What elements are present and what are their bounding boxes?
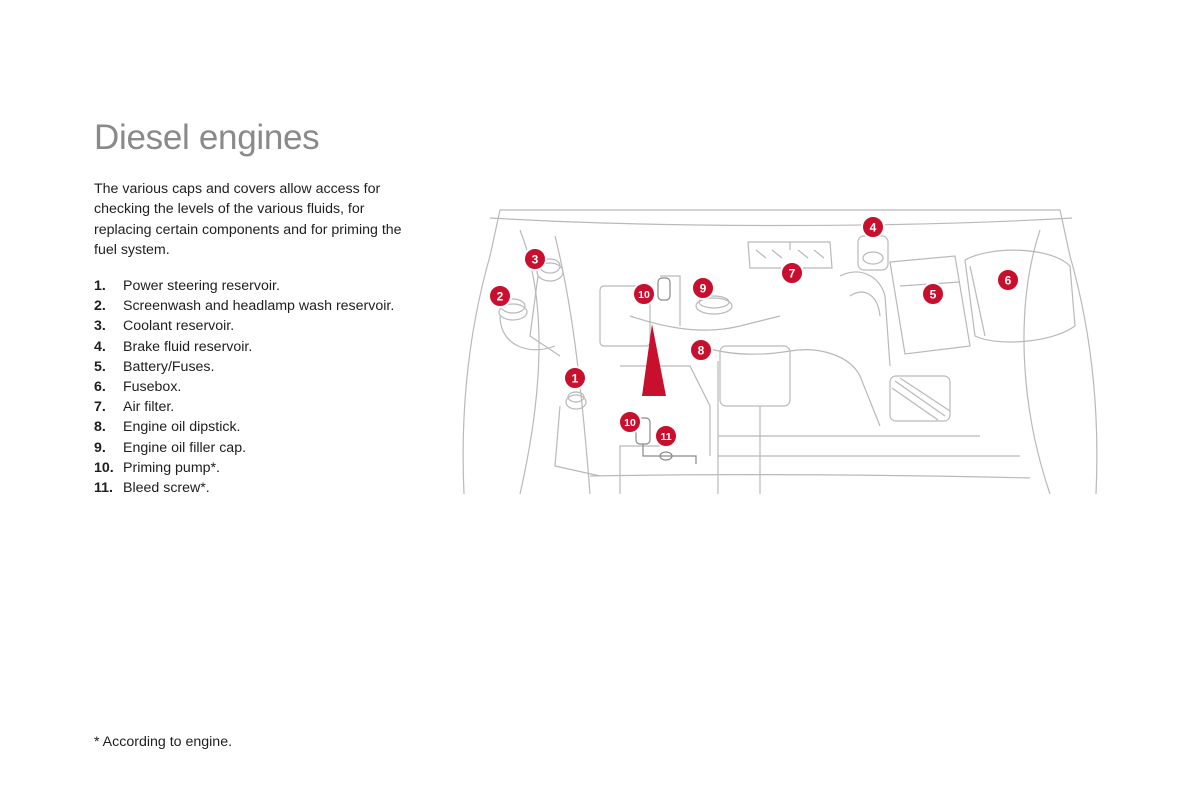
engine-bay-diagram: 1 2 3 4 5 6 7 8 9 10 10 11 <box>462 209 1098 495</box>
item-number: 4. <box>94 338 106 355</box>
item-number: 10. <box>94 459 114 476</box>
item-label: Coolant reservoir. <box>123 318 235 335</box>
marker-label: 7 <box>789 267 796 281</box>
item-number: 5. <box>94 358 106 375</box>
marker-label: 11 <box>660 431 671 443</box>
item-number: 8. <box>94 419 106 436</box>
item-label: Air filter. <box>123 399 175 416</box>
footnote: * According to engine. <box>94 734 233 750</box>
list-item: 10. Priming pump*. <box>94 458 394 478</box>
item-label: Priming pump*. <box>123 459 220 476</box>
item-number: 11. <box>94 480 113 497</box>
list-item: 7. Air filter. <box>94 397 394 417</box>
component-list: 1. Power steering reservoir. 2. Screenwash… <box>94 276 394 498</box>
item-label: Power steering reservoir. <box>123 278 280 294</box>
marker-label: 9 <box>700 282 707 296</box>
marker-label: 1 <box>572 372 579 386</box>
marker-3: 3 <box>523 247 547 271</box>
item-label: Screenwash and headlamp wash reservoir. <box>123 298 395 315</box>
list-item: 8. Engine oil dipstick. <box>94 417 394 437</box>
list-item: 6. Fusebox. <box>94 377 394 397</box>
marker-label: 8 <box>698 344 705 358</box>
intro-paragraph: The various caps and covers allow access… <box>94 181 402 258</box>
marker-label: 3 <box>532 253 539 267</box>
marker-6: 6 <box>996 268 1020 292</box>
list-item: 5. Battery/Fuses. <box>94 357 394 377</box>
item-number: 1. <box>94 278 106 294</box>
marker-11: 11 <box>654 424 678 448</box>
marker-7: 7 <box>780 261 804 285</box>
marker-2: 2 <box>488 284 512 308</box>
item-label: Bleed screw*. <box>123 480 210 497</box>
list-item: 11. Bleed screw*. <box>94 478 394 498</box>
item-number: 6. <box>94 379 106 396</box>
list-item: 9. Engine oil filler cap. <box>94 438 394 458</box>
item-number: 7. <box>94 399 106 416</box>
marker-10-lower: 10 <box>618 410 642 434</box>
marker-8: 8 <box>689 338 713 362</box>
list-item: 3. Coolant reservoir. <box>94 316 394 336</box>
marker-label: 5 <box>930 288 937 302</box>
marker-label: 10 <box>638 289 650 301</box>
pointer-wedge <box>642 324 666 396</box>
marker-label: 4 <box>870 221 877 235</box>
item-label: Engine oil filler cap. <box>123 439 247 456</box>
marker-9: 9 <box>691 276 715 300</box>
item-label: Engine oil dipstick. <box>123 419 241 436</box>
marker-label: 2 <box>497 290 504 304</box>
list-item: 4. Brake fluid reservoir. <box>94 337 394 357</box>
marker-5: 5 <box>921 282 945 306</box>
list-item: 1. Power steering reservoir. <box>94 276 394 296</box>
marker-4: 4 <box>861 215 885 239</box>
item-number: 3. <box>94 318 106 335</box>
item-label: Brake fluid reservoir. <box>123 338 253 355</box>
item-label: Battery/Fuses. <box>123 358 215 375</box>
item-number: 2. <box>94 298 106 315</box>
marker-label: 10 <box>624 417 636 429</box>
marker-10-upper: 10 <box>632 282 656 306</box>
marker-1: 1 <box>563 366 587 390</box>
item-label: Fusebox. <box>123 379 182 396</box>
item-number: 9. <box>94 439 106 456</box>
page-title: Diesel engines <box>94 118 320 157</box>
marker-label: 6 <box>1005 274 1012 288</box>
engine-line-art <box>462 209 1098 495</box>
list-item: 2. Screenwash and headlamp wash reservoir… <box>94 296 394 316</box>
